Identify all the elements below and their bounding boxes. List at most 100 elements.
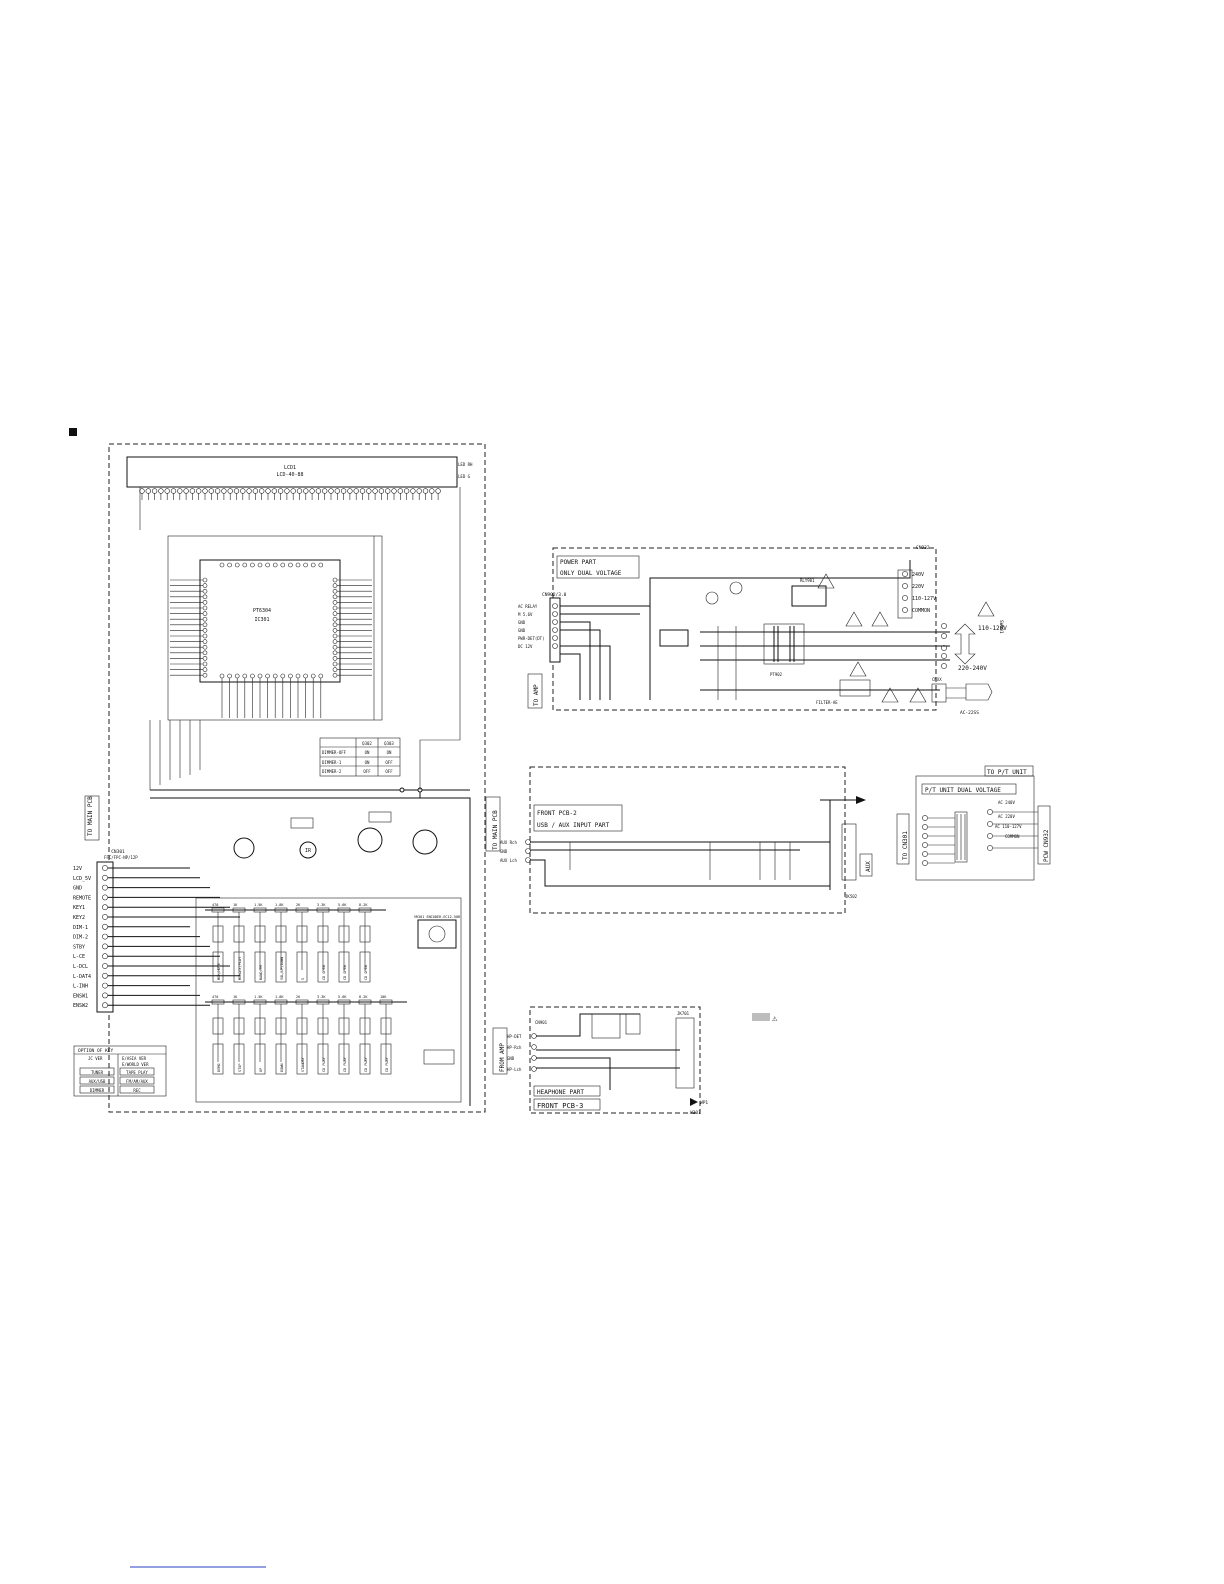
cn301-pin-label: GND — [73, 886, 82, 892]
mcu-pin-top — [310, 562, 316, 568]
cn301-pin — [102, 874, 108, 881]
key-label-box — [359, 1043, 371, 1075]
transistor-q302 — [357, 827, 383, 853]
lcd-pin — [246, 488, 252, 494]
power-input-pin — [552, 603, 558, 609]
key-switch — [233, 1017, 245, 1035]
to-cn301-label: TO CN301 — [902, 831, 909, 860]
key-resistor-value: 8.2K — [359, 995, 368, 999]
key-label: DEMO — [217, 1064, 221, 1072]
lcd-module — [126, 456, 458, 488]
key-label-box — [212, 951, 224, 983]
mcu-pin-top — [227, 562, 232, 568]
lamp-q301 — [233, 837, 255, 859]
cn301-pin-label: DIM-1 — [73, 925, 88, 931]
dimmer-row-3-b: OFF — [385, 769, 393, 774]
key-label-box — [254, 1043, 266, 1075]
headphone-title: HEAPHONE PART — [537, 1089, 584, 1096]
lcd-pin — [158, 488, 164, 494]
front-board-outline — [108, 443, 486, 1113]
key-switch — [296, 1017, 308, 1035]
cn301-pin-label: REMOTE — [73, 895, 91, 901]
key-label-box — [317, 951, 329, 983]
aux-label: AUX — [865, 861, 872, 872]
option-r1-a: TUNER — [91, 1070, 104, 1075]
hp-header-label: CN901 — [535, 1020, 548, 1025]
key-label: CD OPEN — [364, 965, 368, 980]
power-input-label: GND — [518, 620, 526, 625]
pt-label-4: COMMON — [1005, 834, 1020, 839]
power-subtitle: ONLY DUAL VOLTAGE — [560, 570, 622, 577]
encoder-label: VR301 ENCODER-EC12-50R — [414, 915, 461, 919]
cn301-pin-label: STBY — [73, 944, 85, 950]
lcd-pin — [328, 488, 334, 494]
key-switch — [233, 925, 245, 943]
warning-triangle — [909, 687, 927, 703]
lcd-led-2: LED G — [458, 474, 471, 479]
key-switch — [212, 1017, 224, 1035]
cn301-pin-label: LCD_5V — [73, 876, 91, 882]
lcd-pin — [208, 488, 215, 494]
to-amp-label: TO AMP — [533, 684, 540, 706]
key-label: CD PLAY — [385, 1056, 389, 1072]
warning-triangle — [845, 611, 863, 627]
cn301-ref: CN301 — [111, 849, 125, 855]
option-r2-b: FM/AM/AUX — [126, 1079, 148, 1084]
pt-unit-pin — [922, 851, 928, 857]
headphone-jack — [675, 1017, 695, 1089]
cn301-pin — [102, 914, 108, 920]
power-switch-dots — [941, 623, 947, 669]
key-label: BAND/FM — [259, 965, 263, 980]
cn301-pin — [102, 923, 108, 930]
key-label: MEM/MUTE — [217, 963, 221, 980]
key-switch — [338, 1017, 350, 1035]
key-label-box — [275, 1043, 287, 1075]
lcd-pin — [233, 488, 240, 494]
headphone-input-pin — [531, 1055, 537, 1061]
key-label-box — [380, 1043, 392, 1075]
key-switch — [254, 925, 266, 943]
lcd-pin — [372, 488, 378, 494]
dimmer-row-2-a: ON — [365, 760, 370, 765]
key-label: CD OPEN — [343, 965, 347, 980]
power-header: CN902/3.0 — [542, 592, 567, 598]
option-r1-b: TAPE PLAY — [126, 1070, 148, 1075]
key-label: STOP — [238, 1064, 242, 1072]
mcu-pin-top — [257, 562, 263, 568]
lcd-pin — [296, 488, 303, 494]
lcd-pin — [359, 488, 366, 494]
mcu-pin-top — [234, 562, 240, 568]
power-input-label: PWR-DET(DT) — [518, 636, 545, 641]
power-input-pin — [552, 635, 558, 641]
key-switch — [380, 1017, 392, 1035]
lcd-led-1: LED RH — [458, 462, 473, 467]
lcd-pin — [277, 488, 284, 494]
pt-label-3: AC 110-127V — [995, 824, 1022, 829]
key-row-1: 470MEM/MUTE1KMEMORY/PLAY1.5KBAND/FM1.8KV… — [205, 903, 386, 983]
lcd-pin — [177, 488, 183, 494]
encoder — [417, 919, 457, 949]
key-switch — [338, 925, 350, 943]
mcu-chip — [199, 559, 341, 683]
option-title: OPTION OF KEY — [78, 1048, 114, 1054]
usb-jack — [841, 823, 857, 881]
cn301-pin-label: DIM-2 — [73, 935, 88, 941]
power-input-label: DC 12V — [518, 644, 533, 649]
cn301-pins: 12VLCD_5VGNDREMOTEKEY1KEY2DIM-1DIM-2STBY… — [73, 865, 108, 1009]
key-label-box — [359, 951, 371, 983]
lcd-pin — [151, 488, 158, 494]
range-hi: 110-120V — [978, 625, 1007, 632]
dimmer-row-1-name: DIMMER-OFF — [322, 750, 347, 755]
cn301-pin-label: ENSW1 — [73, 993, 88, 999]
warning-triangle — [871, 611, 889, 627]
key-switch — [212, 925, 224, 943]
warning-marks — [817, 573, 995, 703]
key-label-box — [338, 1043, 350, 1075]
cn301-bus — [108, 867, 240, 1006]
power-input-label: AC RELAY — [518, 604, 538, 609]
pt-unit: TO P/T UNIT P/T UNIT DUAL VOLTAGE TO CN3… — [896, 765, 1051, 881]
pt-unit-pin-right — [987, 845, 993, 851]
hp-wp-label: WP1 — [700, 1100, 708, 1106]
power-part: POWER PART ONLY DUAL VOLTAGE CN902/3.0 A… — [518, 545, 1007, 716]
